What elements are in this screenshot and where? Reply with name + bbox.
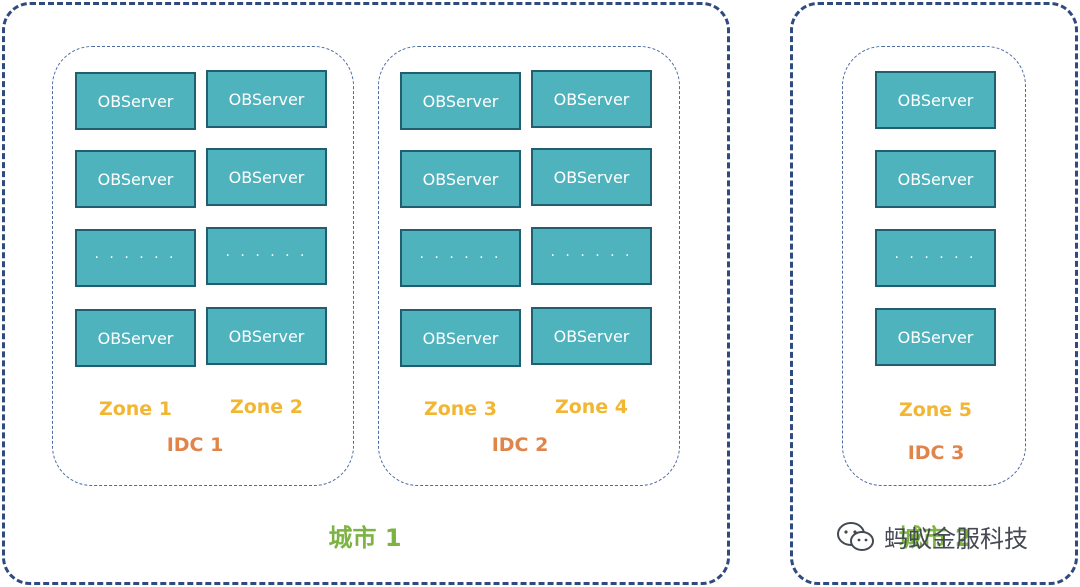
city-2-container [790, 2, 1078, 585]
zone-5-server-more: · · · · · · [875, 229, 996, 287]
zone-4-server-more: · · · · · · [531, 227, 652, 285]
watermark-text: 蚂蚁金服科技 [884, 525, 1028, 553]
zone-4-server-2: OBServer [531, 148, 652, 206]
zone-2-label: Zone 2 [229, 396, 304, 418]
zone-1-server-3: OBServer [75, 309, 196, 367]
idc-1-label: IDC 1 [166, 434, 224, 456]
city-1-label: 城市 1 [328, 524, 402, 552]
zone-5-server-3: OBServer [875, 308, 996, 366]
zone-4-server-3: OBServer [531, 307, 652, 365]
zone-3-server-2: OBServer [400, 150, 521, 208]
zone-1-server-1: OBServer [75, 72, 196, 130]
idc-1-container [52, 46, 354, 486]
zone-4-label: Zone 4 [554, 396, 629, 418]
zone-1-label: Zone 1 [98, 398, 173, 420]
zone-4-server-1: OBServer [531, 70, 652, 128]
idc-3-label: IDC 3 [907, 442, 965, 464]
wechat-icon [837, 521, 874, 551]
watermark: 蚂蚁金服科技 [836, 519, 1028, 554]
zone-1-server-more: · · · · · · [75, 229, 196, 287]
zone-2-server-2: OBServer [206, 148, 327, 206]
zone-3-server-more: · · · · · · [400, 229, 521, 287]
zone-2-server-1: OBServer [206, 70, 327, 128]
zone-2-server-3: OBServer [206, 307, 327, 365]
idc-2-label: IDC 2 [491, 434, 549, 456]
zone-5-server-1: OBServer [875, 71, 996, 129]
city-1-container [2, 2, 730, 585]
city-2-label: 城市 2 [898, 524, 972, 552]
idc-3-container [842, 46, 1026, 486]
zone-5-label: Zone 5 [898, 399, 973, 421]
zone-2-server-more: · · · · · · [206, 227, 327, 285]
idc-2-container [378, 46, 680, 486]
zone-3-server-3: OBServer [400, 309, 521, 367]
zone-3-label: Zone 3 [423, 398, 498, 420]
zone-3-server-1: OBServer [400, 72, 521, 130]
zone-5-server-2: OBServer [875, 150, 996, 208]
zone-1-server-2: OBServer [75, 150, 196, 208]
